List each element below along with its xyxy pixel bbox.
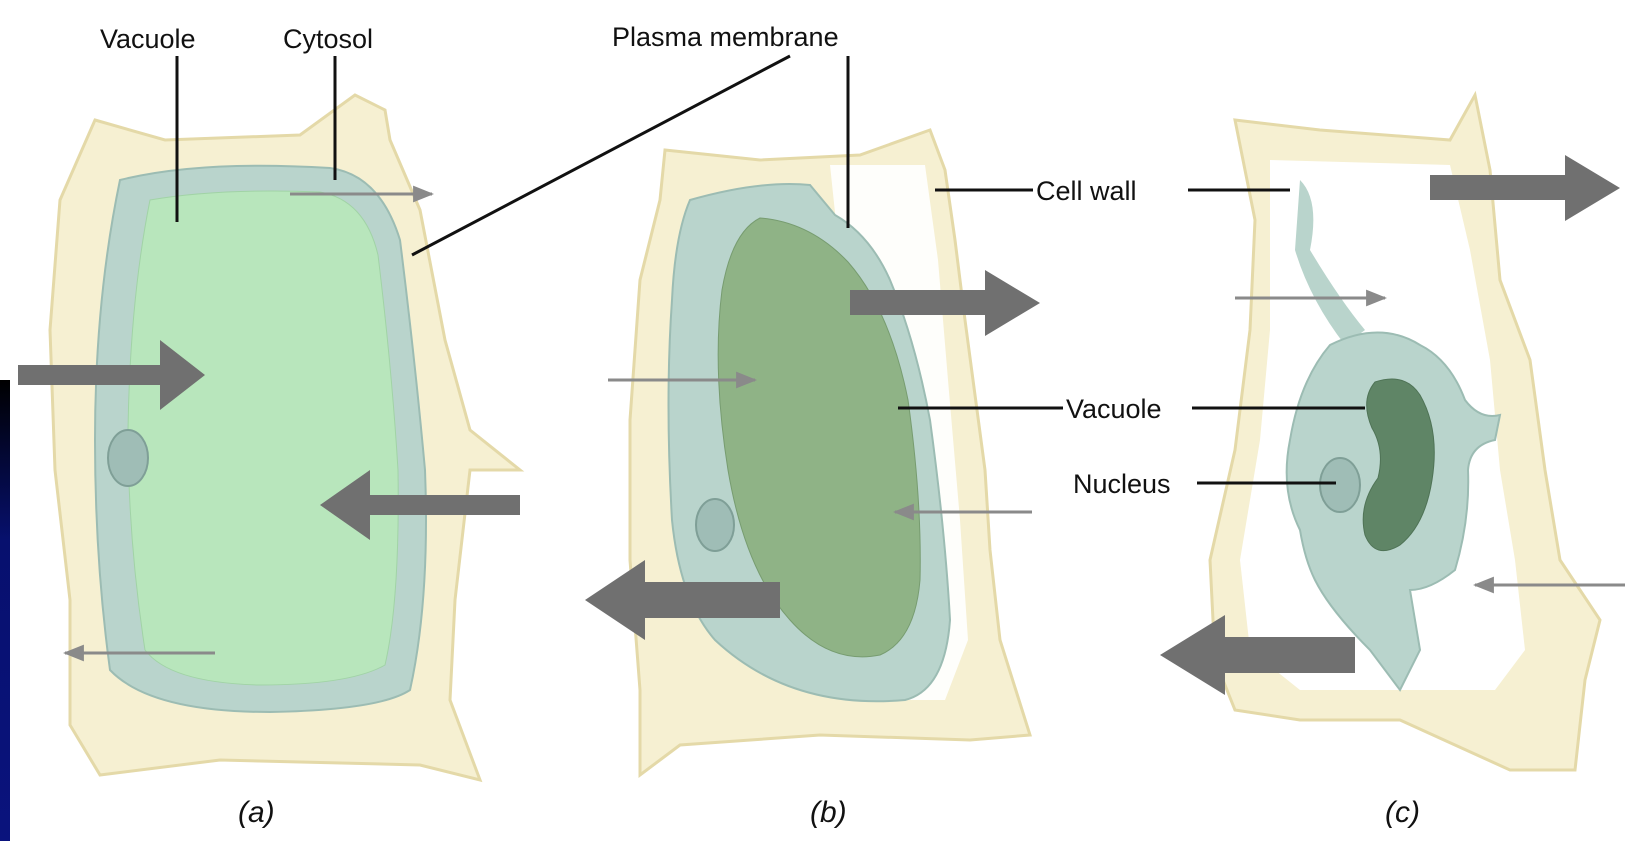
label-cytosol: Cytosol xyxy=(283,24,373,54)
caption-b: (b) xyxy=(810,796,847,829)
label-vacuole-top: Vacuole xyxy=(100,24,196,54)
cell-b xyxy=(585,130,1040,775)
label-plasma-membrane: Plasma membrane xyxy=(612,22,839,52)
caption-c: (c) xyxy=(1385,796,1420,829)
nucleus-b xyxy=(696,499,734,551)
label-cell-wall: Cell wall xyxy=(1036,176,1137,206)
cell-c xyxy=(1160,95,1625,770)
vacuole-a xyxy=(128,191,398,685)
cell-a xyxy=(18,95,520,780)
caption-a: (a) xyxy=(238,796,275,829)
nucleus-c xyxy=(1320,458,1360,512)
nucleus-a xyxy=(108,430,148,486)
label-vacuole-mid: Vacuole xyxy=(1066,394,1162,424)
label-nucleus: Nucleus xyxy=(1073,469,1171,499)
